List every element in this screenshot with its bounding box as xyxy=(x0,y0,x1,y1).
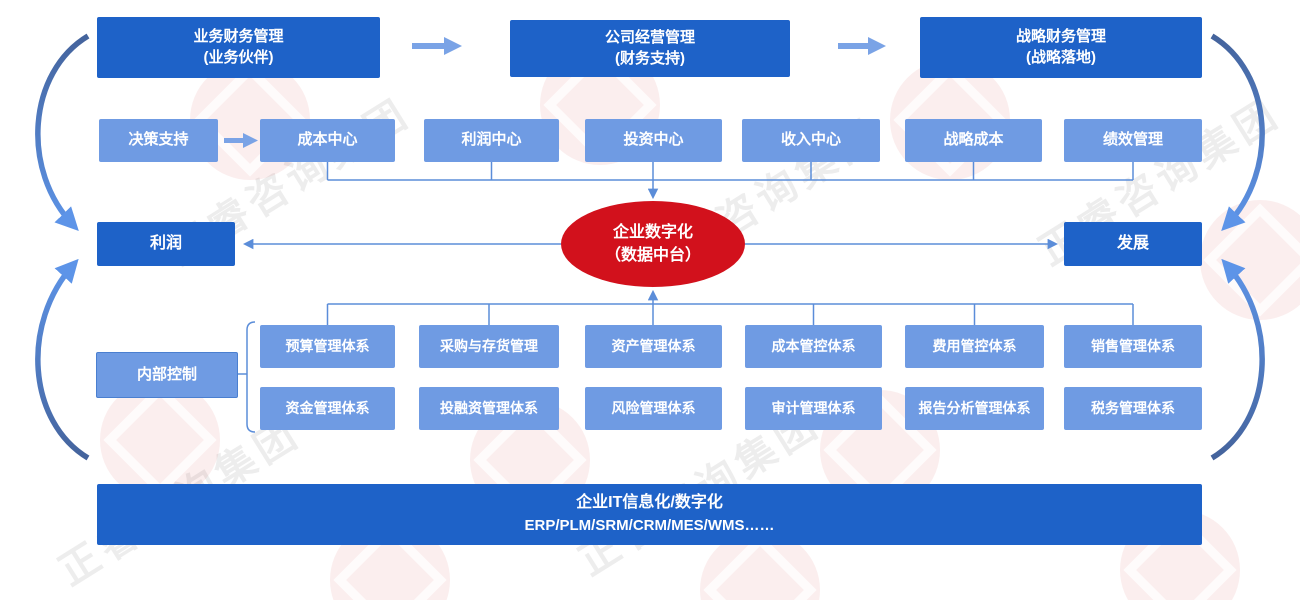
top-box-strategic-finance: 战略财务管理 (战略落地) xyxy=(920,17,1202,78)
banner-title: 企业IT信息化/数字化 xyxy=(576,494,723,512)
banner-subtitle: ERP/PLM/SRM/CRM/MES/WMS…… xyxy=(524,517,775,535)
box-investment-center: 投资中心 xyxy=(585,119,722,162)
box-profit: 利润 xyxy=(97,222,235,266)
box-performance-management: 绩效管理 xyxy=(1064,119,1202,162)
box-financing-system: 投融资管理体系 xyxy=(419,387,559,430)
watermark-logo-icon xyxy=(100,380,220,500)
arrow-right-icon xyxy=(224,133,258,148)
box-strategic-cost: 战略成本 xyxy=(905,119,1042,162)
arrow-right-icon xyxy=(838,37,886,55)
box-revenue-center: 收入中心 xyxy=(742,119,880,162)
top-bus-connector xyxy=(326,162,1134,200)
box-decision-support: 决策支持 xyxy=(99,119,218,162)
bottom-banner-it: 企业IT信息化/数字化 ERP/PLM/SRM/CRM/MES/WMS…… xyxy=(97,484,1202,545)
internal-control-bracket xyxy=(236,321,256,433)
arrow-right-icon xyxy=(412,37,462,55)
curved-arrow-right-bottom xyxy=(1210,258,1265,461)
curved-arrow-left-bottom xyxy=(35,258,90,461)
box-asset-system: 资产管理体系 xyxy=(585,325,722,368)
box-tax-system: 税务管理体系 xyxy=(1064,387,1202,430)
hub-title: 企业数字化 xyxy=(612,223,693,241)
box-expense-control-system: 费用管控体系 xyxy=(905,325,1044,368)
box-risk-system: 风险管理体系 xyxy=(585,387,722,430)
box-subtitle: (财务支持) xyxy=(615,49,685,67)
box-internal-control: 内部控制 xyxy=(96,352,238,398)
hub-ellipse-digitalization: 企业数字化 （数据中台） xyxy=(561,201,745,287)
box-cost-center: 成本中心 xyxy=(260,119,395,162)
box-fund-system: 资金管理体系 xyxy=(260,387,395,430)
box-subtitle: (战略落地) xyxy=(1026,48,1096,66)
curved-arrow-right-top xyxy=(1210,33,1265,231)
box-procurement-inventory: 采购与存货管理 xyxy=(419,325,559,368)
box-title: 公司经营管理 xyxy=(604,29,695,47)
box-subtitle: (业务伙伴) xyxy=(203,48,274,66)
top-box-business-finance: 业务财务管理 (业务伙伴) xyxy=(97,17,380,78)
curved-arrow-left-top xyxy=(35,33,90,231)
box-title: 业务财务管理 xyxy=(193,28,284,46)
box-report-analysis-system: 报告分析管理体系 xyxy=(905,387,1044,430)
box-audit-system: 审计管理体系 xyxy=(745,387,882,430)
box-budget-system: 预算管理体系 xyxy=(260,325,395,368)
hub-subtitle: （数据中台） xyxy=(604,247,701,264)
bottom-bus-connector xyxy=(326,289,1134,325)
box-profit-center: 利润中心 xyxy=(424,119,559,162)
box-sales-system: 销售管理体系 xyxy=(1064,325,1202,368)
box-development: 发展 xyxy=(1064,222,1202,266)
top-box-company-operation: 公司经营管理 (财务支持) xyxy=(510,20,790,77)
box-title: 战略财务管理 xyxy=(1015,28,1106,46)
box-cost-control-system: 成本管控体系 xyxy=(745,325,882,368)
